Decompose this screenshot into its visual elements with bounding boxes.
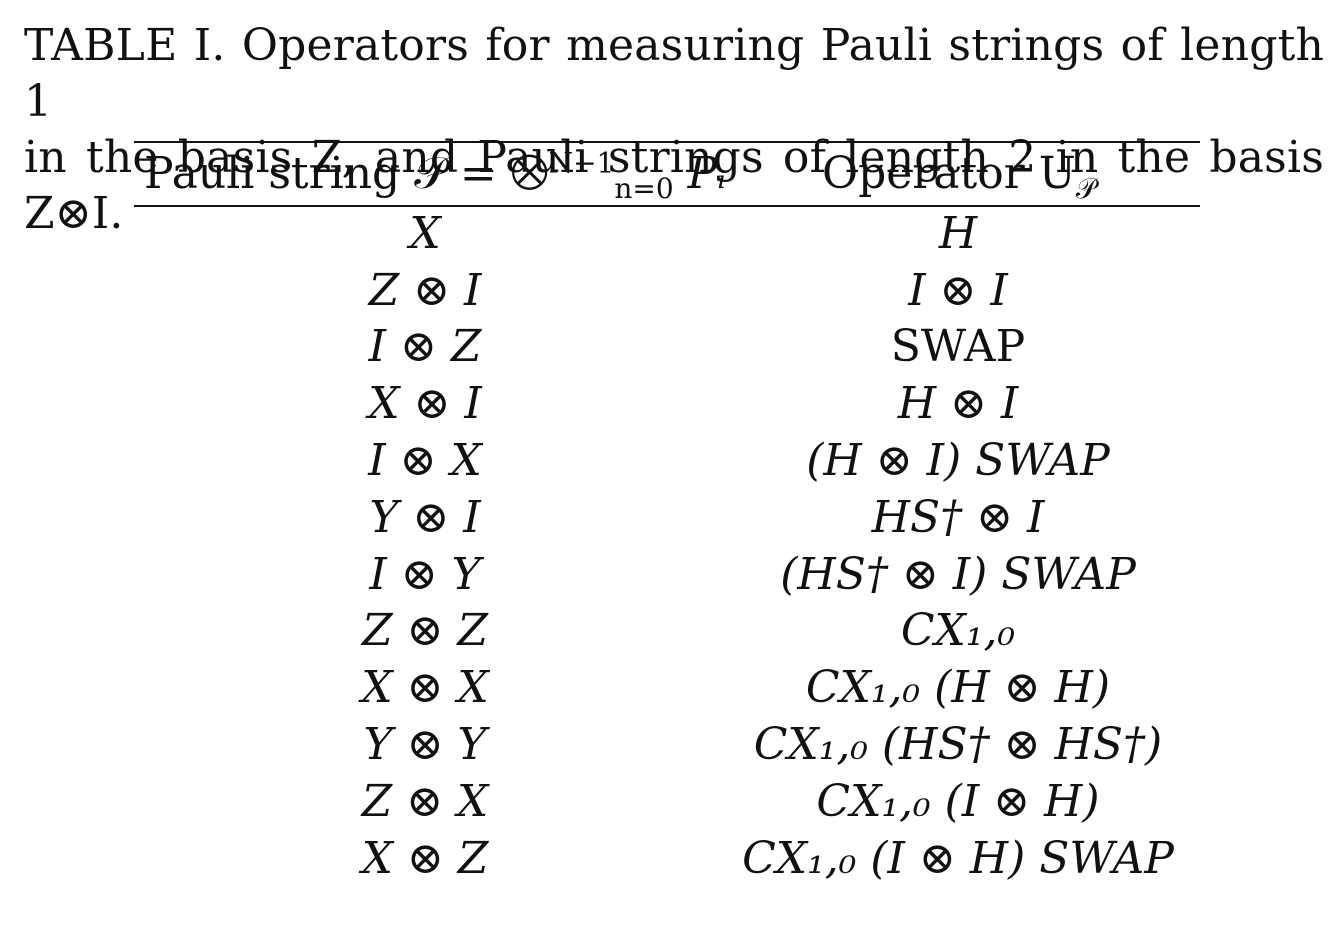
header-pauli-string: Pauli string 𝒫 = ⨂N−1n=0 Pᵢ [144, 146, 726, 202]
caption-line-2: in the basis Z, and Pauli strings of len… [24, 132, 1324, 239]
table-row: X ⊗ I H ⊗ I [134, 375, 1200, 432]
operator-cell: I ⊗ I [908, 264, 1008, 316]
pauli-cell: X ⊗ X [361, 662, 489, 714]
pauli-cell: I ⊗ Y [369, 548, 481, 600]
table-row: I ⊗ Z SWAP [134, 319, 1200, 376]
operator-cell: SWAP [890, 321, 1026, 373]
operator-cell: (H ⊗ I) SWAP [806, 435, 1110, 487]
pauli-cell: X ⊗ Z [361, 832, 489, 884]
table-header-rule [134, 205, 1200, 207]
table-top-rule [134, 141, 1200, 143]
pauli-cell: Y ⊗ Y [363, 719, 487, 771]
table-row: X H [134, 205, 1200, 262]
table-row: Z ⊗ X CX₁,₀ (I ⊗ H) [134, 773, 1200, 830]
operator-cell: CX₁,₀ (HS† ⊗ HS†) [753, 719, 1163, 771]
header-pauli-prefix: Pauli string 𝒫 = ⨂ [144, 148, 549, 199]
pauli-cell: Z ⊗ I [368, 264, 482, 316]
header-pauli-suffix: Pᵢ [673, 148, 727, 199]
table-caption: TABLE I. Operators for measuring Pauli s… [24, 18, 1324, 242]
table-row: X ⊗ Z CX₁,₀ (I ⊗ H) SWAP [134, 830, 1200, 887]
operator-cell: H ⊗ I [897, 378, 1019, 430]
operator-cell: CX₁,₀ (I ⊗ H) [816, 775, 1100, 827]
operator-cell: HS† ⊗ I [871, 491, 1045, 543]
operator-cell: (HS† ⊗ I) SWAP [780, 548, 1136, 600]
pauli-cell: Z ⊗ X [361, 775, 489, 827]
operator-cell: CX₁,₀ [900, 605, 1016, 657]
caption-line-1: TABLE I. Operators for measuring Pauli s… [24, 20, 1324, 127]
pauli-cell: Y ⊗ I [369, 491, 481, 543]
pauli-cell: Z ⊗ Z [362, 605, 488, 657]
header-operator-sub: 𝒫 [1075, 171, 1097, 205]
header-pauli-sub: n=0 [614, 171, 674, 205]
pauli-cell: I ⊗ X [368, 435, 482, 487]
pauli-cell: X [409, 207, 441, 259]
table-row: X ⊗ X CX₁,₀ (H ⊗ H) [134, 659, 1200, 716]
operator-cell: H [938, 207, 978, 259]
table-row: I ⊗ Y (HS† ⊗ I) SWAP [134, 546, 1200, 603]
operator-cell: CX₁,₀ (H ⊗ H) [805, 662, 1111, 714]
table-row: Z ⊗ I I ⊗ I [134, 262, 1200, 319]
header-operator: Operator U𝒫 [822, 146, 1096, 202]
table-row: Y ⊗ Y CX₁,₀ (HS† ⊗ HS†) [134, 716, 1200, 773]
table-row: I ⊗ X (H ⊗ I) SWAP [134, 432, 1200, 489]
table-row: Z ⊗ Z CX₁,₀ [134, 603, 1200, 660]
table-body: X H Z ⊗ I I ⊗ I I ⊗ Z SWAP X ⊗ I H ⊗ I I… [134, 205, 1200, 887]
header-operator-label: Operator U [822, 148, 1076, 199]
header-pauli-sup: N−1 [548, 146, 615, 180]
operator-cell: CX₁,₀ (I ⊗ H) SWAP [742, 832, 1174, 884]
table-row: Y ⊗ I HS† ⊗ I [134, 489, 1200, 546]
pauli-cell: X ⊗ I [368, 378, 482, 430]
pauli-cell: I ⊗ Z [368, 321, 482, 373]
